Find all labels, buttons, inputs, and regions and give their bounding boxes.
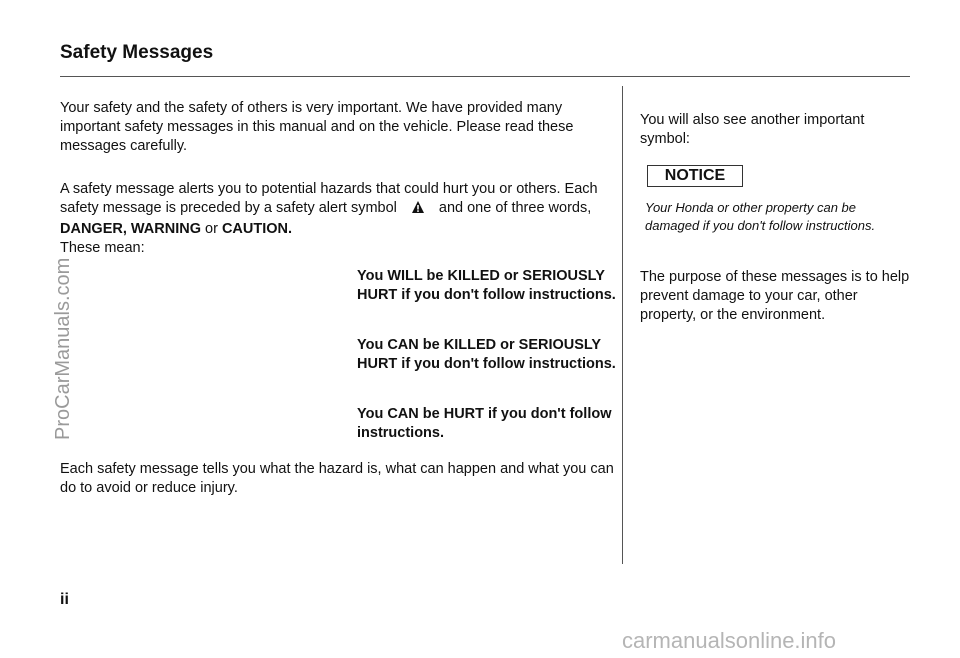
header-rule (60, 76, 910, 77)
safety-alert-icon (411, 200, 425, 220)
page-title: Safety Messages (60, 42, 214, 63)
alert-text-or: or (205, 221, 218, 237)
alert-text-a: A safety message alerts you to potential… (60, 181, 598, 216)
warning-message: You CAN be KILLED or SERIOUSLY HURT if y… (357, 337, 616, 372)
caution-message: You CAN be HURT if you don't follow inst… (357, 406, 612, 441)
notice-intro: You will also see another important symb… (640, 112, 865, 147)
danger-message: You WILL be KILLED or SERIOUSLY HURT if … (357, 268, 616, 303)
closing-paragraph: Each safety message tells you what the h… (60, 461, 614, 496)
notice-label: NOTICE (647, 165, 743, 187)
alert-text-c: These mean: (60, 240, 145, 256)
page-number: ii (60, 591, 69, 608)
bottom-watermark: carmanualsonline.info (622, 628, 837, 653)
column-divider (622, 86, 623, 564)
alert-text-b: and one of three words, (438, 200, 592, 216)
side-watermark: ProCarManuals.com (52, 257, 74, 440)
signal-words-danger-warning: DANGER, WARNING (60, 221, 201, 237)
alert-paragraph: A safety message alerts you to potential… (60, 180, 600, 258)
intro-paragraph: Your safety and the safety of others is … (60, 100, 574, 154)
signal-word-caution: CAUTION. (221, 221, 293, 237)
purpose-paragraph: The purpose of these messages is to help… (640, 269, 910, 323)
notice-text: Your Honda or other property can be dama… (645, 200, 876, 233)
